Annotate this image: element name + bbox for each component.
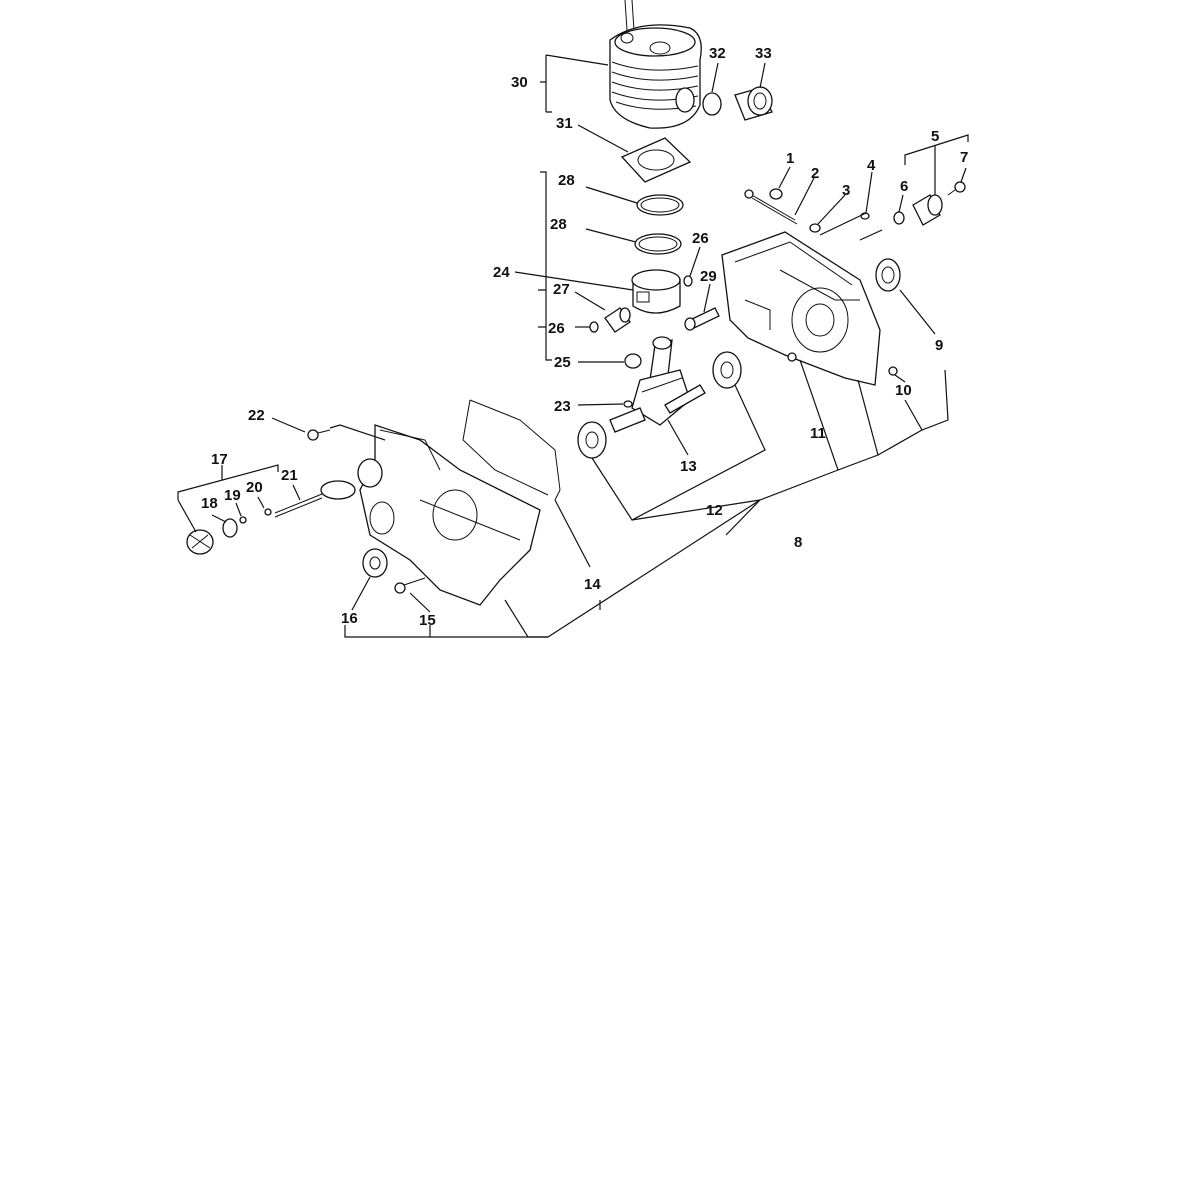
screw-part bbox=[307, 429, 331, 441]
seal-ring-part bbox=[875, 258, 901, 292]
oil-pump-drive-part bbox=[186, 529, 214, 555]
o-ring-part bbox=[222, 518, 238, 538]
pin-part bbox=[888, 366, 898, 376]
label-25: 25 bbox=[554, 354, 571, 371]
label-7: 7 bbox=[960, 149, 968, 166]
label-20: 20 bbox=[246, 479, 263, 496]
valve-screw-part bbox=[947, 181, 966, 196]
bolt-part bbox=[394, 577, 426, 594]
label-18: 18 bbox=[201, 495, 218, 512]
label-28a: 28 bbox=[558, 172, 575, 189]
label-30: 30 bbox=[511, 74, 528, 91]
label-5: 5 bbox=[931, 128, 939, 145]
label-27: 27 bbox=[553, 281, 570, 298]
label-23: 23 bbox=[554, 398, 571, 415]
crankshaft-part bbox=[609, 336, 706, 433]
valve-washer-part bbox=[893, 211, 905, 225]
label-6: 6 bbox=[900, 178, 908, 195]
label-16: 16 bbox=[341, 610, 358, 627]
pin-part bbox=[684, 307, 720, 331]
o-ring-part bbox=[702, 92, 722, 116]
label-13: 13 bbox=[680, 458, 697, 475]
needle-bearing-part bbox=[624, 353, 642, 369]
screw-part bbox=[744, 189, 798, 225]
piston-pin-part bbox=[604, 307, 631, 333]
label-21: 21 bbox=[281, 467, 298, 484]
circlip-part bbox=[683, 275, 693, 287]
label-29: 29 bbox=[700, 268, 717, 285]
cylinder-gasket-part bbox=[620, 137, 692, 183]
label-22: 22 bbox=[248, 407, 265, 424]
label-26a: 26 bbox=[692, 230, 709, 247]
label-1: 1 bbox=[786, 150, 794, 167]
leader-lines bbox=[177, 54, 969, 638]
piston-ring-part bbox=[636, 194, 684, 216]
decompression-valve-part bbox=[912, 194, 943, 226]
oil-pump-part bbox=[274, 480, 356, 518]
bearing-part bbox=[712, 351, 742, 389]
key-part bbox=[623, 400, 633, 408]
right-crankcase-part bbox=[721, 231, 881, 386]
label-11: 11 bbox=[810, 425, 826, 442]
circlip-part bbox=[589, 321, 599, 333]
pin-part bbox=[787, 352, 797, 362]
piston-ring-part bbox=[634, 233, 682, 255]
label-17: 17 bbox=[211, 451, 228, 468]
piston-part bbox=[631, 269, 681, 314]
label-8: 8 bbox=[794, 534, 802, 551]
nut-part bbox=[769, 188, 783, 200]
label-28b: 28 bbox=[550, 216, 567, 233]
pin-part bbox=[239, 516, 247, 524]
label-4: 4 bbox=[867, 157, 876, 174]
label-19: 19 bbox=[224, 487, 241, 504]
label-31: 31 bbox=[556, 115, 573, 132]
label-32: 32 bbox=[709, 45, 726, 62]
label-12: 12 bbox=[706, 502, 723, 519]
bearing-part bbox=[577, 421, 607, 459]
part-labels: 1 2 3 4 5 6 7 8 9 10 11 12 13 14 15 16 1… bbox=[201, 45, 968, 629]
label-24: 24 bbox=[493, 264, 510, 281]
label-15: 15 bbox=[419, 612, 436, 629]
label-26b: 26 bbox=[548, 320, 565, 337]
cylinder-part bbox=[609, 0, 702, 129]
seal-ring-part bbox=[362, 548, 388, 578]
washer-part bbox=[809, 223, 821, 233]
intake-sleeve-part bbox=[734, 86, 773, 121]
label-2: 2 bbox=[811, 165, 819, 182]
label-9: 9 bbox=[935, 337, 943, 354]
label-14: 14 bbox=[584, 576, 601, 593]
label-10: 10 bbox=[895, 382, 912, 399]
crankcase-gasket-part bbox=[462, 399, 561, 501]
left-crankcase-part bbox=[357, 424, 541, 606]
label-33: 33 bbox=[755, 45, 772, 62]
label-3: 3 bbox=[842, 182, 850, 199]
screw-part bbox=[264, 508, 272, 516]
